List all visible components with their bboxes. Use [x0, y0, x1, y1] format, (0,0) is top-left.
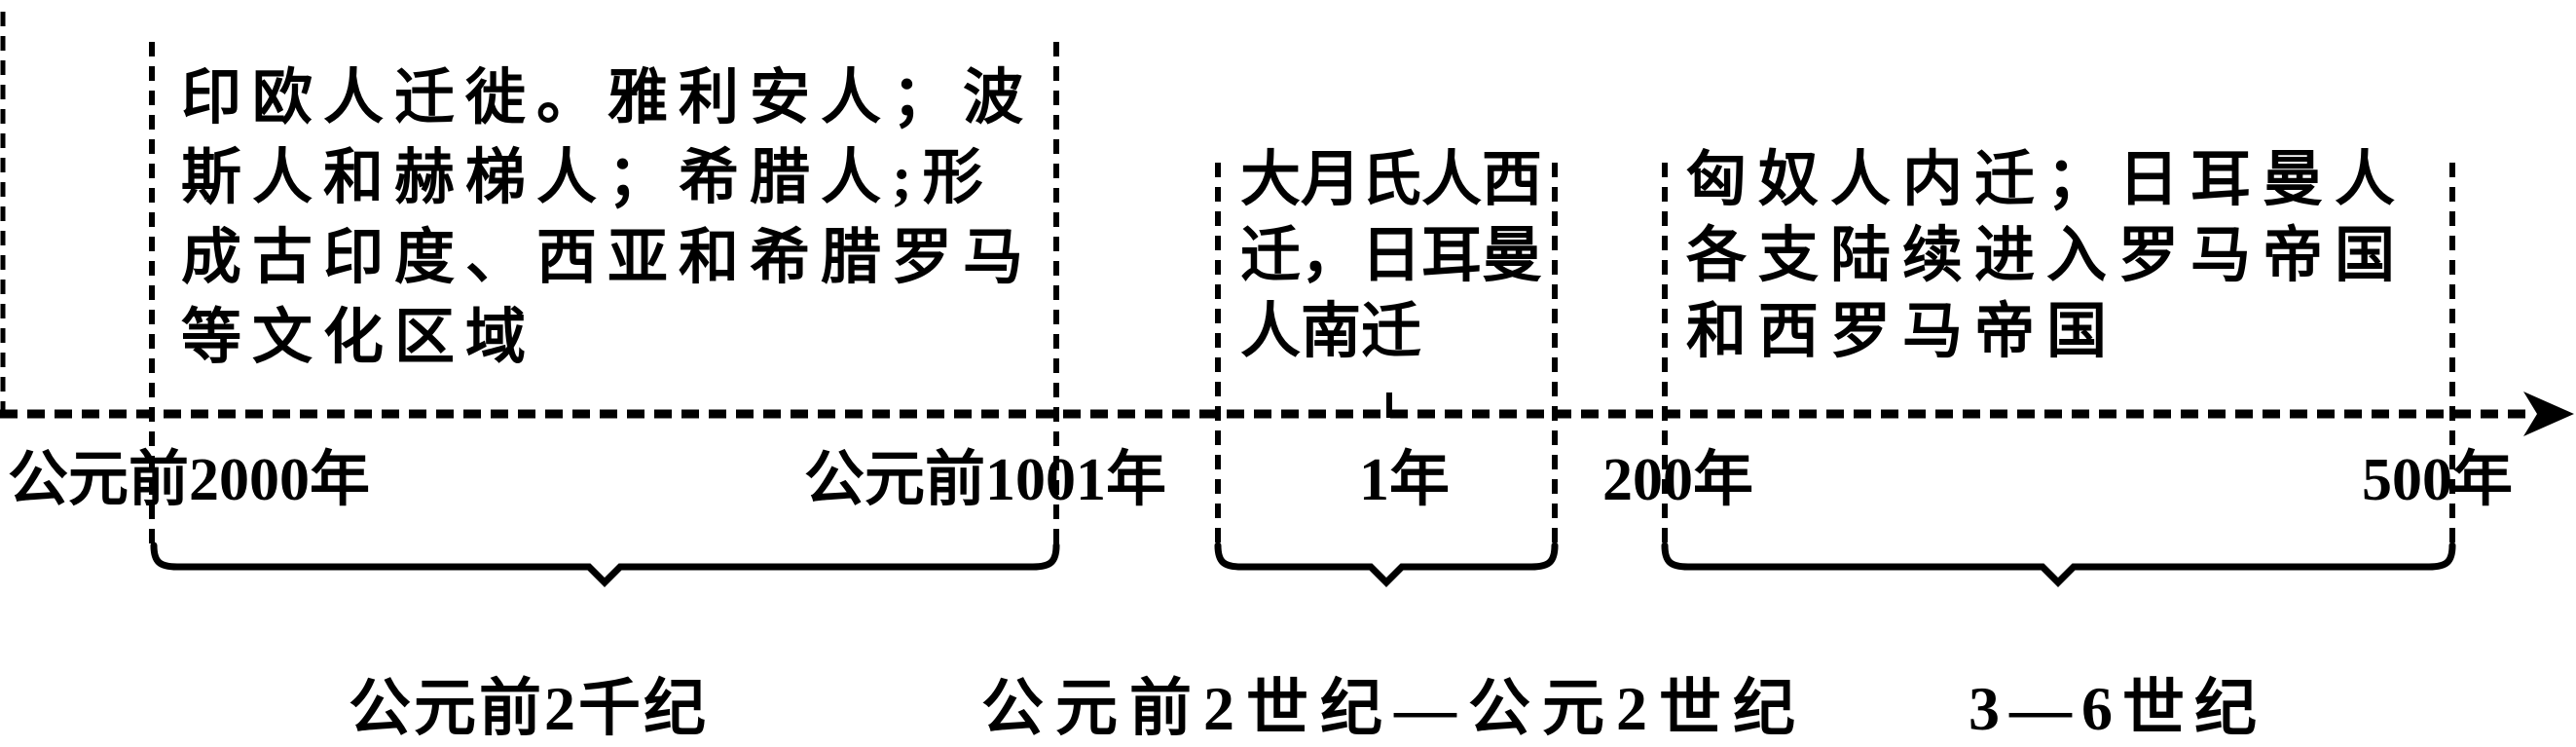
axis-label-bc2000: 公元前2000年: [8, 447, 371, 513]
era2-brace: [1214, 542, 1559, 587]
axis-arrow-right-icon: [2523, 392, 2574, 436]
era3-brace: [1661, 542, 2456, 587]
era2-label: 公元前2世纪—公元2世纪: [981, 674, 1807, 743]
period3-description: 匈奴人内迁；日耳曼人 各支陆续进入罗马帝国 和西罗马帝国: [1686, 147, 2408, 365]
axis-label-bc1001: 公元前1001年: [804, 447, 1167, 513]
axis-label-year1: 1年: [1359, 447, 1451, 513]
axis-label-year200: 200年: [1602, 447, 1754, 513]
era1-label: 公元前2千纪: [349, 674, 709, 743]
era1-brace: [150, 542, 1060, 587]
era3-label: 3—6世纪: [1969, 674, 2266, 743]
axis-label-year500: 500年: [2362, 447, 2514, 513]
period2-description: 大月氏人西 迁，日耳曼 人南迁: [1240, 147, 1543, 365]
period1-description: 印欧人迁徙。雅利安人；波 斯人和赫梯人；希腊人;形 成古印度、西亚和希腊罗马 等…: [181, 65, 1035, 371]
